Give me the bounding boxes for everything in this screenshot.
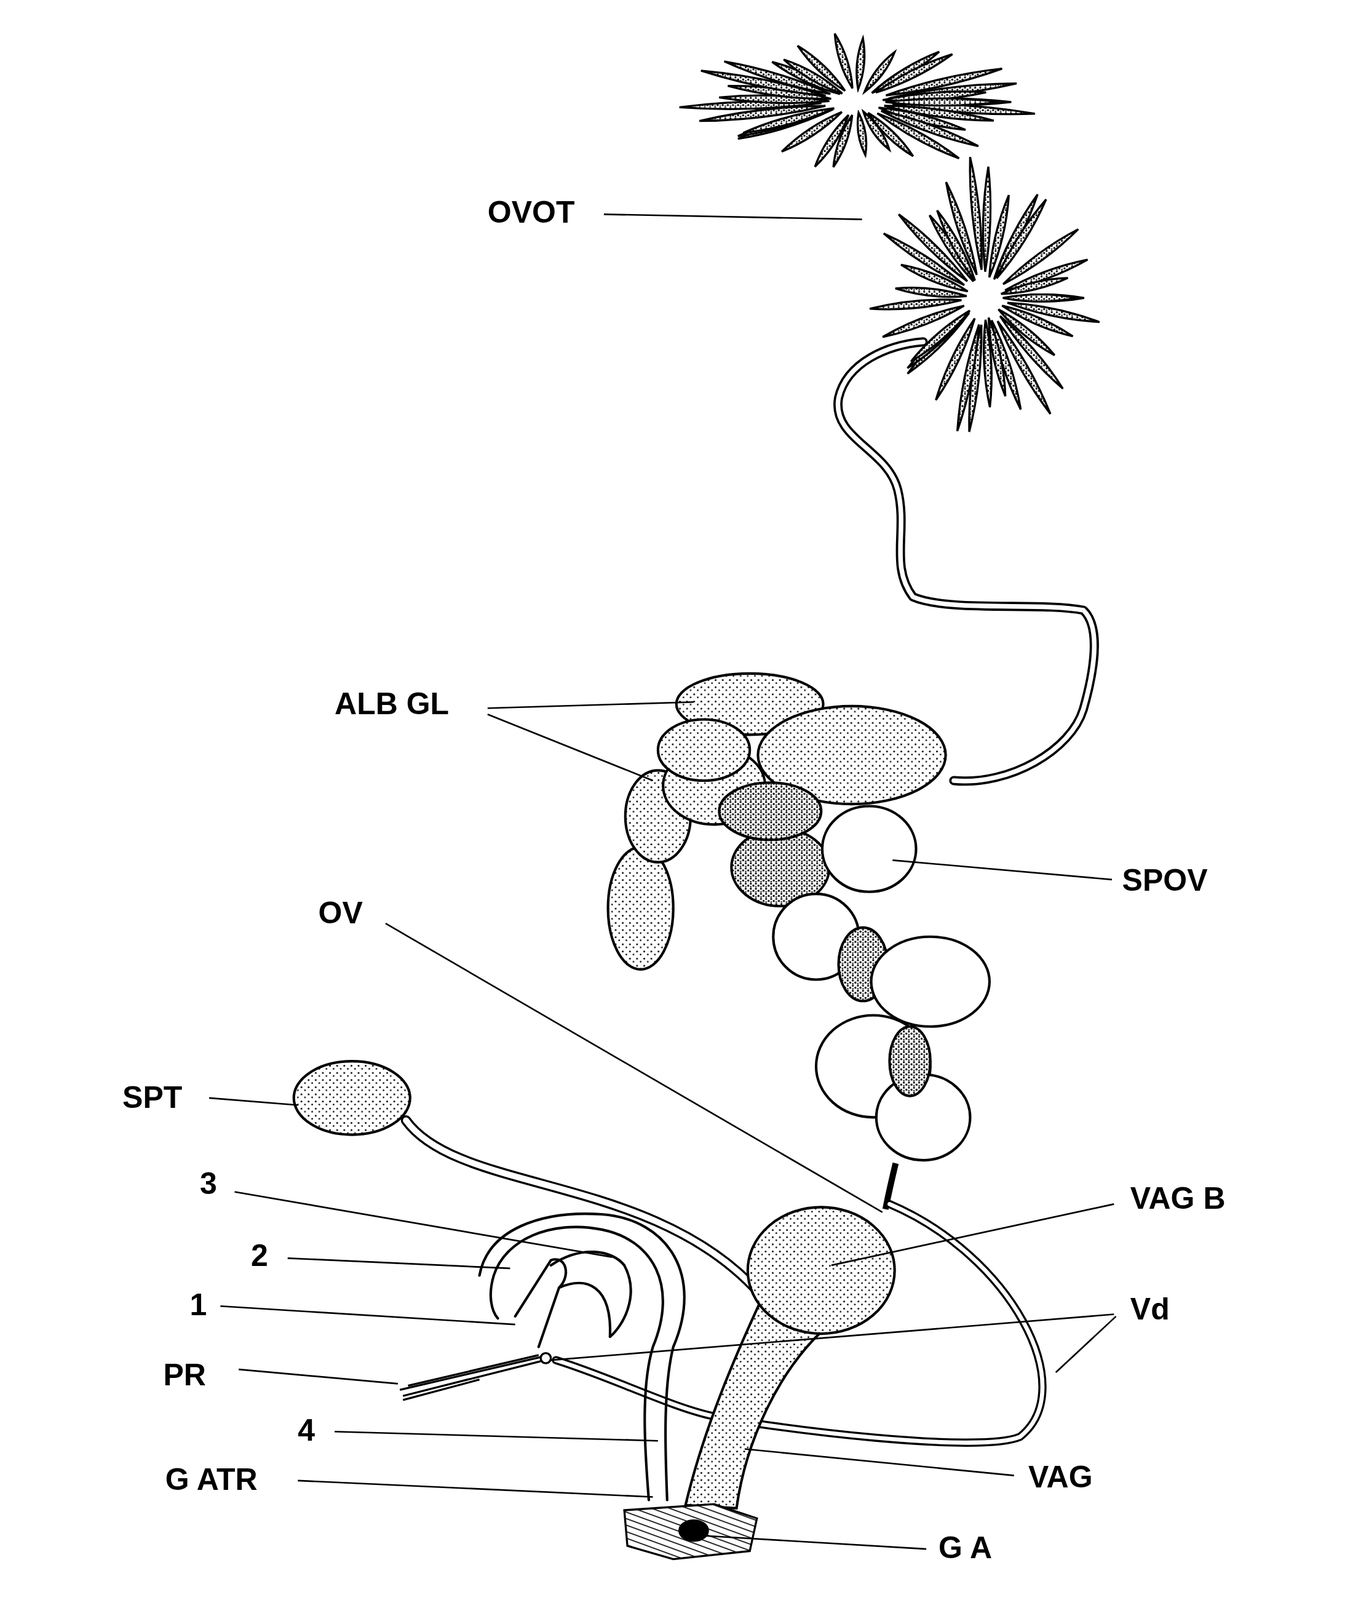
part-label: SPT [122, 1080, 183, 1115]
vagina [685, 1206, 895, 1508]
spermatheca [293, 1060, 761, 1294]
part-label: G A [938, 1530, 993, 1565]
ovotestis-lobe [834, 33, 853, 89]
part-label: 1 [190, 1287, 208, 1322]
ovotestis-lobe [984, 319, 993, 408]
ovotestis-lobe [882, 305, 964, 338]
part-label: VAG B [1130, 1181, 1226, 1216]
part-label: G ATR [165, 1462, 258, 1497]
leader-lines [209, 214, 1117, 1549]
part-label: SPOV [1122, 863, 1208, 898]
part-label: 4 [297, 1413, 315, 1448]
genital-aperture [624, 1503, 758, 1560]
ovotestis-lobe [969, 156, 982, 270]
part-label: 3 [199, 1166, 218, 1201]
ovotestis-lobe [857, 112, 867, 155]
ovotestis-lobe [982, 166, 991, 272]
part-label: OV [318, 896, 363, 930]
part-label: 2 [250, 1238, 269, 1273]
part-label: Vd [1130, 1292, 1170, 1326]
retractor-muscle [399, 1353, 551, 1400]
part-label: PR [162, 1357, 206, 1392]
ovotestis-lobe [885, 98, 1000, 106]
ovotestis-lobe [856, 38, 865, 90]
ovotestis-lobe [869, 299, 962, 310]
ovotestis-lobe [1001, 277, 1069, 294]
part-label: ALB GL [334, 686, 449, 721]
part-label: OVOT [487, 195, 576, 230]
ovotestis-lobe [1003, 294, 1077, 302]
ovotestis [679, 33, 1100, 432]
part-label: VAG [1028, 1460, 1093, 1494]
